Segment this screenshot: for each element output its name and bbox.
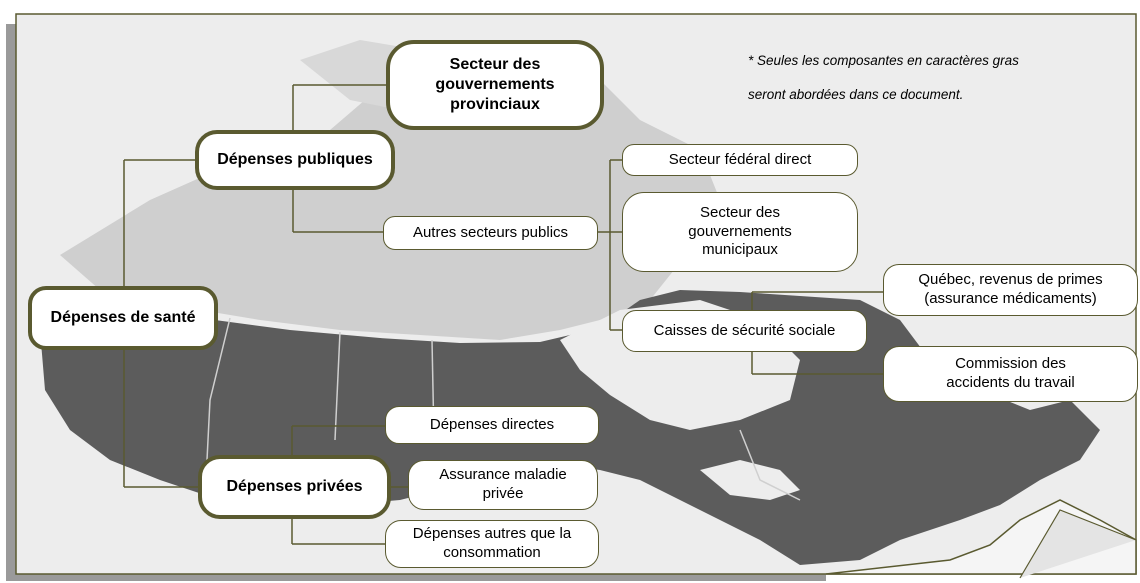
frame-shadow-bottom (6, 573, 826, 581)
node-quebec-premiums: Québec, revenus de primes (assurance méd… (883, 264, 1138, 316)
node-other-public-sectors: Autres secteurs publics (383, 216, 598, 250)
node-federal-direct: Secteur fédéral direct (622, 144, 858, 176)
frame-shadow-left (6, 24, 16, 581)
node-non-consumption-spending: Dépenses autres que la consommation (385, 520, 599, 568)
note-line-2: seront abordées dans ce document. (748, 87, 964, 102)
node-work-accidents-commission: Commission des accidents du travail (883, 346, 1138, 402)
node-private-insurance: Assurance maladie privée (408, 460, 598, 510)
node-provincial-governments: Secteur des gouvernements provinciaux (386, 40, 604, 130)
note-line-1: * Seules les composantes en caractères g… (748, 53, 1019, 68)
node-social-security: Caisses de sécurité sociale (622, 310, 867, 352)
node-root: Dépenses de santé (28, 286, 218, 350)
node-public-spending: Dépenses publiques (195, 130, 395, 190)
node-private-spending: Dépenses privées (198, 455, 391, 519)
node-direct-spending: Dépenses directes (385, 406, 599, 444)
map-great-lakes (700, 460, 800, 500)
document-note: * Seules les composantes en caractères g… (748, 44, 1108, 112)
node-municipal-governments: Secteur des gouvernements municipaux (622, 192, 858, 272)
page-curl-fold (1019, 509, 1137, 579)
